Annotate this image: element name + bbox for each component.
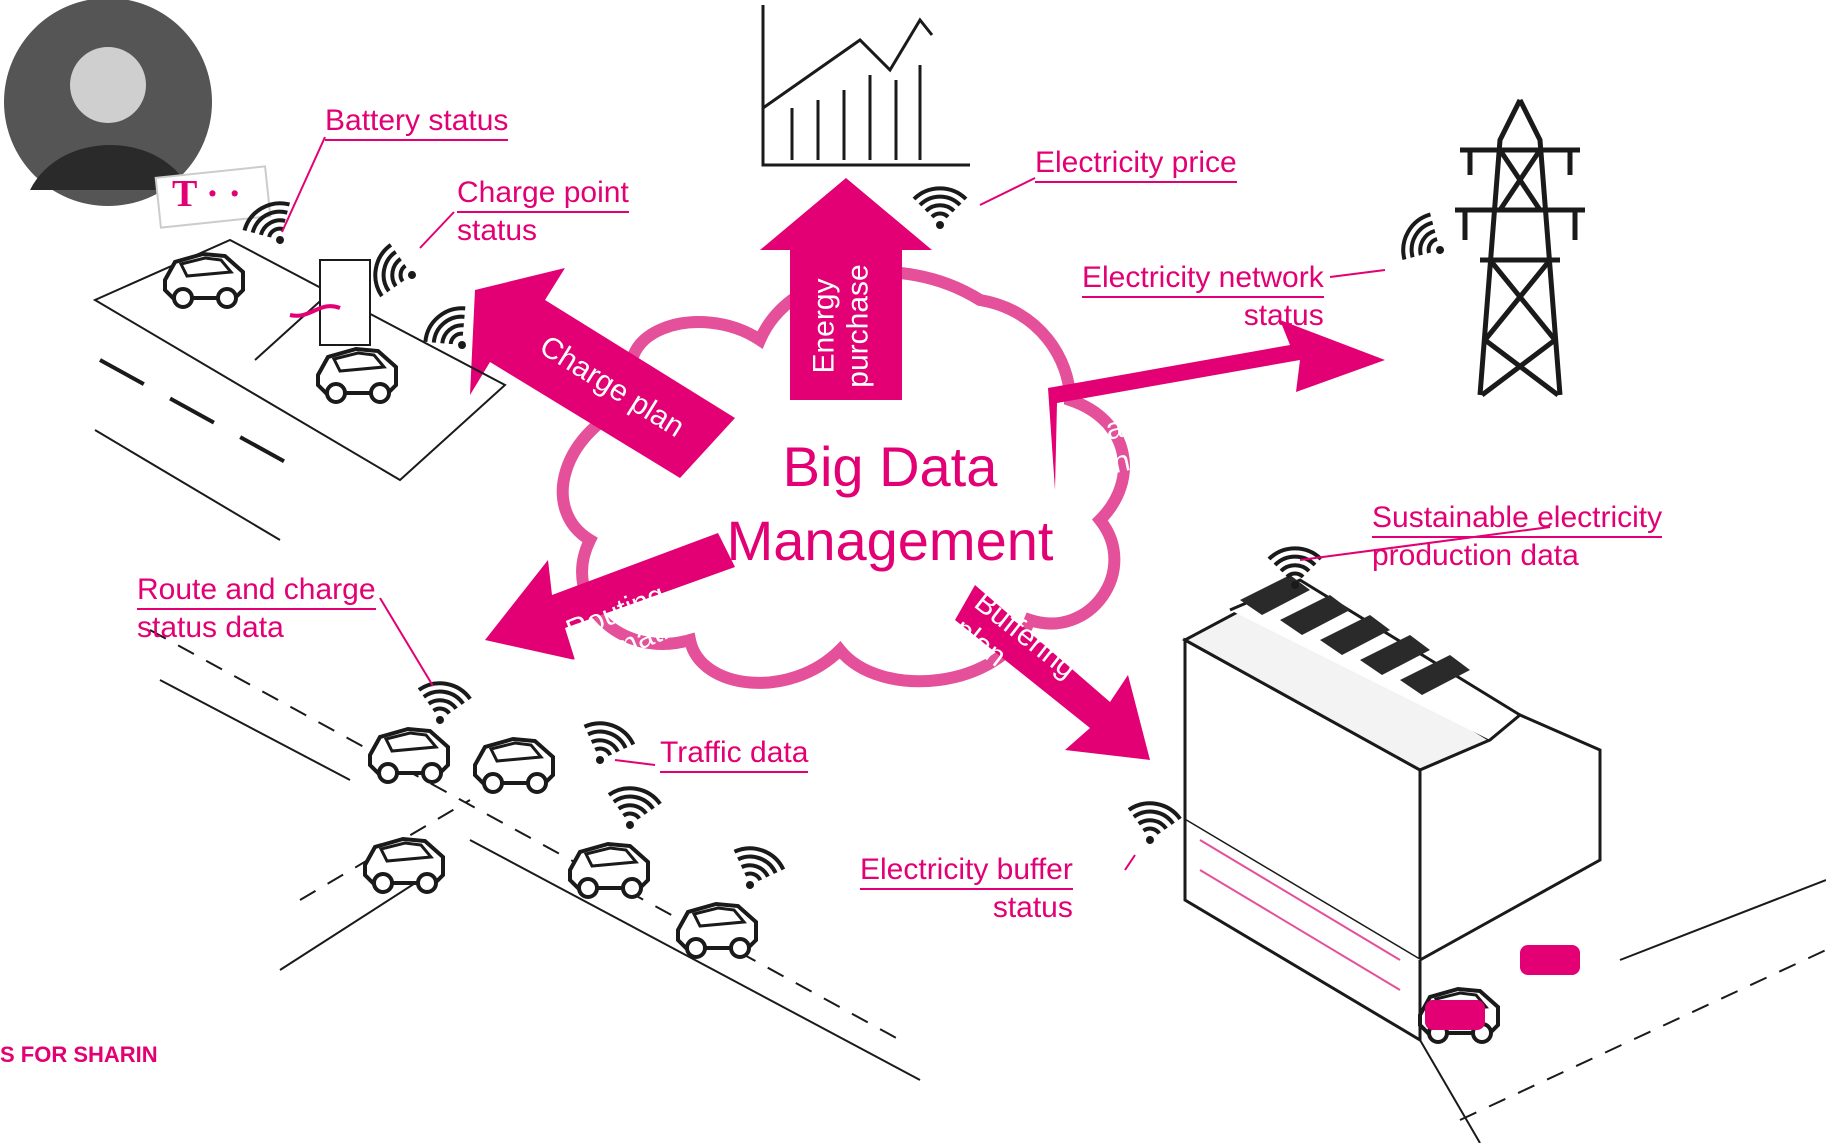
avatar-shoulders <box>30 145 190 190</box>
energy-purchase-arrow <box>760 178 932 400</box>
title-line-2: Management <box>726 509 1054 572</box>
car-icon <box>473 737 555 794</box>
wifi-icon <box>722 839 789 900</box>
car-icon <box>363 837 445 894</box>
traffic-data-label: Traffic data <box>660 735 809 773</box>
load-announcement-arrow <box>1048 320 1385 490</box>
car-icon <box>163 252 245 309</box>
electricity-buffer-status-label: Electricity buffer status <box>860 853 1073 924</box>
buffering-plan-arrow <box>955 585 1150 760</box>
price-chart-icon <box>761 5 970 167</box>
routing-information-arrow <box>485 533 735 660</box>
car-icon <box>368 727 450 784</box>
diagram-title: Big Data Management <box>710 430 1070 578</box>
wifi-icon <box>1393 207 1459 277</box>
title-line-1: Big Data <box>782 435 998 498</box>
road <box>149 629 921 1081</box>
parking-lot <box>92 238 507 541</box>
street <box>1419 879 1826 1143</box>
telekom-logo: T · · <box>172 173 242 215</box>
electricity-network-status-label: Electricity network status <box>1082 261 1324 332</box>
wifi-icon <box>572 714 639 775</box>
footer-text: S FOR SHARIN <box>0 1042 158 1067</box>
car-icon <box>316 347 398 404</box>
wifi-icon <box>1121 797 1184 851</box>
pink-car-icon <box>1425 945 1580 1030</box>
leader-lines <box>281 136 1551 871</box>
charge-point-status-label: Charge point status <box>457 176 629 247</box>
charge-plan-arrow <box>470 268 735 478</box>
wifi-icon <box>369 241 423 304</box>
electricity-price-label: Electricity price <box>1035 145 1237 183</box>
wifi-icon <box>601 782 664 836</box>
route-charge-status-label: Route and charge status data <box>137 573 376 644</box>
power-tower-icon <box>1455 98 1585 397</box>
telekom-logo-box <box>154 165 272 229</box>
wifi-icon <box>912 186 968 231</box>
sustainable-production-label: Sustainable electricity production data <box>1372 501 1663 572</box>
car-icon <box>676 902 758 959</box>
battery-status-label: Battery status <box>325 103 509 141</box>
wifi-icon <box>411 677 474 731</box>
charge-cable <box>289 304 341 318</box>
avatar-face <box>70 47 146 123</box>
energy-purchase-label: Energy purchase <box>807 264 875 388</box>
car-icon <box>568 842 650 899</box>
